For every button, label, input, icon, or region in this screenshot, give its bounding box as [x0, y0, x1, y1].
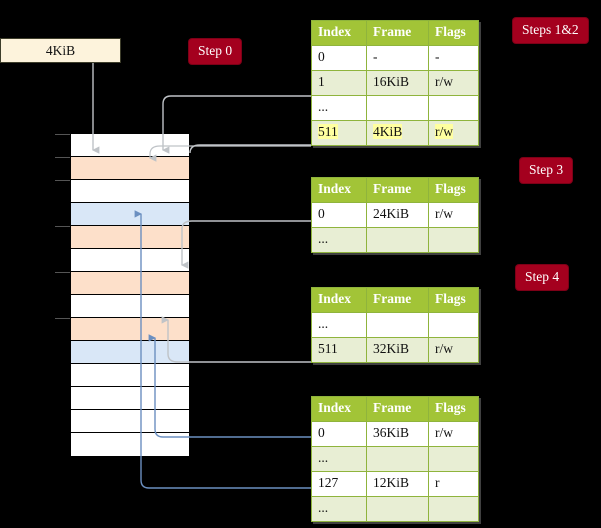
table-cell: r [428, 471, 479, 497]
column-header-flags: Flags [428, 287, 479, 313]
column-header-frame: Frame [366, 287, 429, 313]
memory-frame-tick [55, 134, 70, 135]
badge-step-3-label: Step 3 [529, 162, 564, 177]
table-cell: 0 [311, 202, 367, 228]
column-header-flags: Flags [428, 20, 479, 46]
memory-frame-row [71, 134, 189, 157]
table-cell [366, 227, 429, 253]
column-header-frame: Frame [366, 396, 429, 422]
memory-frame-row [71, 249, 189, 272]
memory-frame-row [71, 180, 189, 203]
memory-frame-row [71, 410, 189, 433]
table-row: ... [311, 227, 479, 253]
table-cell: ... [311, 95, 367, 121]
column-header-flags: Flags [428, 177, 479, 203]
table-cell: 0 [311, 45, 367, 71]
table-cell: - [428, 45, 479, 71]
memory-frame-row [71, 341, 189, 364]
table-cell: 24KiB [366, 202, 429, 228]
page-frame-box: 4KiB [0, 38, 121, 63]
table-row: ... [311, 446, 479, 472]
table-cell: 12KiB [366, 471, 429, 497]
table-cell [366, 312, 429, 338]
badge-step-0-label: Step 0 [198, 43, 233, 58]
table-cell [428, 446, 479, 472]
table-cell [366, 446, 429, 472]
table-row: 0-- [311, 45, 479, 71]
memory-frame-row [71, 318, 189, 341]
badge-step-4: Step 4 [516, 265, 569, 290]
column-header-flags: Flags [428, 396, 479, 422]
memory-frame-row [71, 433, 189, 456]
table-cell [428, 496, 479, 522]
table-cell: r/w [428, 337, 479, 363]
table-cell: ... [311, 496, 367, 522]
table-cell: 1 [311, 70, 367, 96]
column-header-index: Index [311, 20, 367, 46]
table-row: ... [311, 95, 479, 121]
physical-memory-column [55, 133, 190, 456]
table-cell [428, 227, 479, 253]
table-cell [366, 95, 429, 121]
memory-frame-row [71, 387, 189, 410]
memory-frame-tick [55, 226, 70, 227]
table-cell: ... [311, 312, 367, 338]
badge-step-0: Step 0 [189, 39, 242, 64]
table-cell: ... [311, 227, 367, 253]
memory-frame-tick [55, 157, 70, 158]
table-cell: 16KiB [366, 70, 429, 96]
column-header-index: Index [311, 287, 367, 313]
page-frame-label: 4KiB [45, 42, 76, 58]
table-cell: r/w [428, 202, 479, 228]
memory-frame-row [71, 272, 189, 295]
table-cell: 36KiB [366, 421, 429, 447]
memory-frame-row [71, 203, 189, 226]
table-cell: 511 [311, 120, 367, 146]
memory-frame-row [71, 157, 189, 180]
table-cell [428, 312, 479, 338]
column-header-frame: Frame [366, 20, 429, 46]
wire-pdp-to-memory [181, 220, 311, 269]
table-cell: ... [311, 446, 367, 472]
table-cell: 511 [311, 337, 367, 363]
table-cell: r/w [428, 70, 479, 96]
memory-frame-tick [55, 272, 70, 273]
table-row: ... [311, 496, 479, 522]
memory-frame-tick [55, 318, 70, 319]
badge-step-4-label: Step 4 [525, 269, 560, 284]
badge-steps-1-2-label: Steps 1&2 [522, 22, 579, 37]
table-cell: r/w [428, 421, 479, 447]
badge-steps-1-2: Steps 1&2 [513, 18, 588, 43]
memory-frame-tick [55, 180, 70, 181]
table-cell: 0 [311, 421, 367, 447]
table-cell: 4KiB [366, 120, 429, 146]
table-cell: r/w [428, 120, 479, 146]
table-cell: 127 [311, 471, 367, 497]
table-row: ... [311, 312, 479, 338]
table-cell [428, 95, 479, 121]
column-header-index: Index [311, 177, 367, 203]
badge-step-3: Step 3 [520, 158, 573, 183]
column-header-frame: Frame [366, 177, 429, 203]
memory-frame-row [71, 364, 189, 387]
memory-frame-row [71, 295, 189, 318]
memory-frame-row [71, 226, 189, 249]
table-cell: 32KiB [366, 337, 429, 363]
table-cell: - [366, 45, 429, 71]
table-cell [366, 496, 429, 522]
column-header-index: Index [311, 396, 367, 422]
